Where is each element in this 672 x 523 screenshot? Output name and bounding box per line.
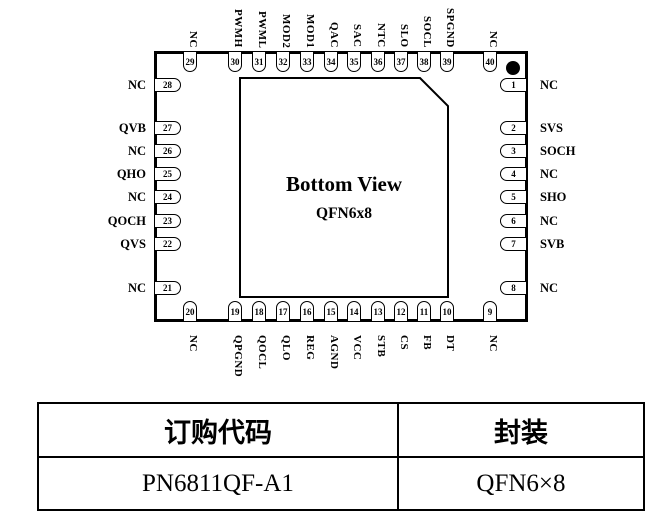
pin-37: 37	[394, 51, 408, 72]
pin-24: 24	[154, 190, 181, 204]
pin-26: 26	[154, 144, 181, 158]
pin-40-label: NC	[487, 31, 499, 48]
pin-14-label: VCC	[351, 335, 363, 361]
pin-25: 25	[154, 167, 181, 181]
package-size-label: QFN6x8	[316, 205, 372, 222]
pin-19-label: QPGND	[232, 335, 244, 378]
pin-29: 29	[183, 51, 197, 72]
order-table-value-row: PN6811QF-A1 QFN6×8	[37, 456, 646, 511]
pin-7-label: SVB	[540, 237, 565, 251]
pin-13-label: STB	[375, 335, 387, 358]
pin-19: 19	[228, 301, 242, 322]
pin-5-label: SHO	[540, 190, 567, 204]
pin-22-label: QVS	[120, 237, 146, 251]
pin-35: 35	[347, 51, 361, 72]
pin-32: 32	[276, 51, 290, 72]
pin-37-label: SLO	[398, 24, 410, 48]
pin-21-label: NC	[127, 281, 146, 295]
pin-25-label: QHO	[116, 167, 146, 181]
pin-26-label: NC	[127, 144, 146, 158]
pin-31: 31	[252, 51, 266, 72]
pin-6: 6	[500, 214, 527, 228]
pin-5: 5	[500, 190, 527, 204]
pin-14: 14	[347, 301, 361, 322]
pin-6-label: NC	[540, 214, 559, 228]
pin-1: 1	[500, 78, 527, 92]
pin-4: 4	[500, 167, 527, 181]
pin-20-label: NC	[187, 335, 199, 352]
pin-18-label: QOCL	[256, 335, 268, 370]
order-table-header-row: 订购代码 封装	[37, 402, 646, 458]
pin-15-label: AGND	[328, 335, 340, 370]
pin-24-label: NC	[127, 190, 146, 204]
pin-3: 3	[500, 144, 527, 158]
pin-8-label: NC	[540, 281, 559, 295]
pin-36: 36	[371, 51, 385, 72]
pin-12: 12	[394, 301, 408, 322]
pin-27: 27	[154, 121, 181, 135]
pin-2: 2	[500, 121, 527, 135]
pin-16-label: REG	[304, 335, 316, 361]
pin-11: 11	[417, 301, 431, 322]
pin-17-label: QLO	[280, 335, 292, 361]
pin-9-label: NC	[487, 335, 499, 352]
pin-12-label: CS	[398, 335, 410, 351]
pin-38: 38	[417, 51, 431, 72]
pin-18: 18	[252, 301, 266, 322]
order-table: 订购代码 封装 PN6811QF-A1 QFN6×8	[37, 402, 646, 511]
pin-33-label: MOD1	[304, 13, 316, 48]
pin-28-label: NC	[127, 78, 146, 92]
pin-3-label: SOCH	[540, 144, 576, 158]
order-code-value: PN6811QF-A1	[37, 456, 399, 511]
pin-20: 20	[183, 301, 197, 322]
package-value: QFN6×8	[396, 456, 646, 511]
pin-21: 21	[154, 281, 181, 295]
pin-23-label: QOCH	[107, 214, 146, 228]
pin-1-label: NC	[540, 78, 559, 92]
pin-30-label: PWMH	[232, 9, 244, 48]
pin-17: 17	[276, 301, 290, 322]
pin-27-label: QVB	[118, 121, 146, 135]
pin-31-label: PWML	[256, 10, 268, 48]
pin-35-label: SAC	[351, 24, 363, 48]
pin1-dot	[506, 61, 520, 75]
pin-10: 10	[440, 301, 454, 322]
pin-36-label: NTC	[375, 23, 387, 48]
pin-30: 30	[228, 51, 242, 72]
chip-body-outline	[239, 77, 449, 298]
pin-23: 23	[154, 214, 181, 228]
pin-11-label: FB	[421, 335, 433, 351]
pin-4-label: NC	[540, 167, 559, 181]
pin-33: 33	[300, 51, 314, 72]
pin-9: 9	[483, 301, 497, 322]
pin-2-label: SVS	[540, 121, 563, 135]
pin-38-label: SOCL	[421, 16, 433, 48]
pin-13: 13	[371, 301, 385, 322]
pin-39-label: SPGND	[444, 8, 456, 48]
pin-29-label: NC	[187, 31, 199, 48]
pin-39: 39	[440, 51, 454, 72]
pin-40: 40	[483, 51, 497, 72]
pin-10-label: DT	[444, 335, 456, 352]
pin-7: 7	[500, 237, 527, 251]
pin-15: 15	[324, 301, 338, 322]
pin-22: 22	[154, 237, 181, 251]
pin-28: 28	[154, 78, 181, 92]
package-header: 封装	[396, 402, 646, 458]
order-code-header: 订购代码	[37, 402, 399, 458]
pin-32-label: MOD2	[280, 13, 292, 48]
pin-34-label: QAC	[328, 22, 340, 48]
pin-8: 8	[500, 281, 527, 295]
pin-34: 34	[324, 51, 338, 72]
pin-16: 16	[300, 301, 314, 322]
bottom-view-label: Bottom View	[285, 172, 403, 196]
